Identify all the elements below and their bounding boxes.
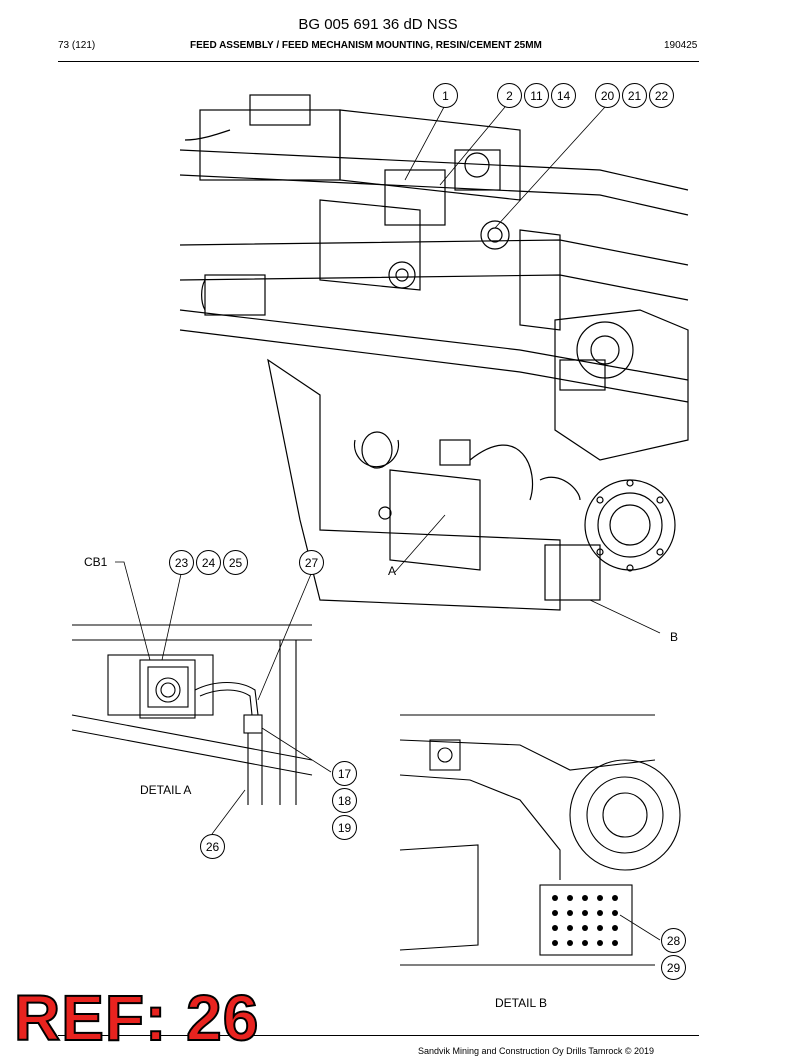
view-label-b: B <box>670 630 679 644</box>
callout-19: 19 <box>332 815 357 840</box>
view-label-a: A <box>388 564 397 578</box>
callout-21: 21 <box>622 83 647 108</box>
callout-1: 1 <box>433 83 458 108</box>
callout-26: 26 <box>200 834 225 859</box>
callout-17: 17 <box>332 761 357 786</box>
date-code: 190425 <box>664 40 698 51</box>
callout-14: 14 <box>551 83 576 108</box>
callout-11: 11 <box>524 83 549 108</box>
footer-rule <box>58 1035 699 1036</box>
detail-a-caption: DETAIL A <box>140 783 192 797</box>
detail-b-caption: DETAIL B <box>495 996 548 1010</box>
footer-copyright: Sandvik Mining and Construction Oy Drill… <box>418 1046 655 1056</box>
ref-stamp: REF: 26 <box>13 982 260 1054</box>
callout-23: 23 <box>169 550 194 575</box>
header-rule <box>58 61 699 62</box>
callout-22: 22 <box>649 83 674 108</box>
callout-18: 18 <box>332 788 357 813</box>
document-title: BG 005 691 36 dD NSS <box>298 16 458 33</box>
page-number: 73 (121) <box>58 40 96 51</box>
callout-2: 2 <box>497 83 522 108</box>
callout-28: 28 <box>661 928 686 953</box>
label-cb1: CB1 <box>84 555 108 569</box>
callout-25: 25 <box>223 550 248 575</box>
callout-29: 29 <box>661 955 686 980</box>
callout-20: 20 <box>595 83 620 108</box>
callout-24: 24 <box>196 550 221 575</box>
section-title: FEED ASSEMBLY / FEED MECHANISM MOUNTING,… <box>190 40 542 51</box>
callout-27: 27 <box>299 550 324 575</box>
